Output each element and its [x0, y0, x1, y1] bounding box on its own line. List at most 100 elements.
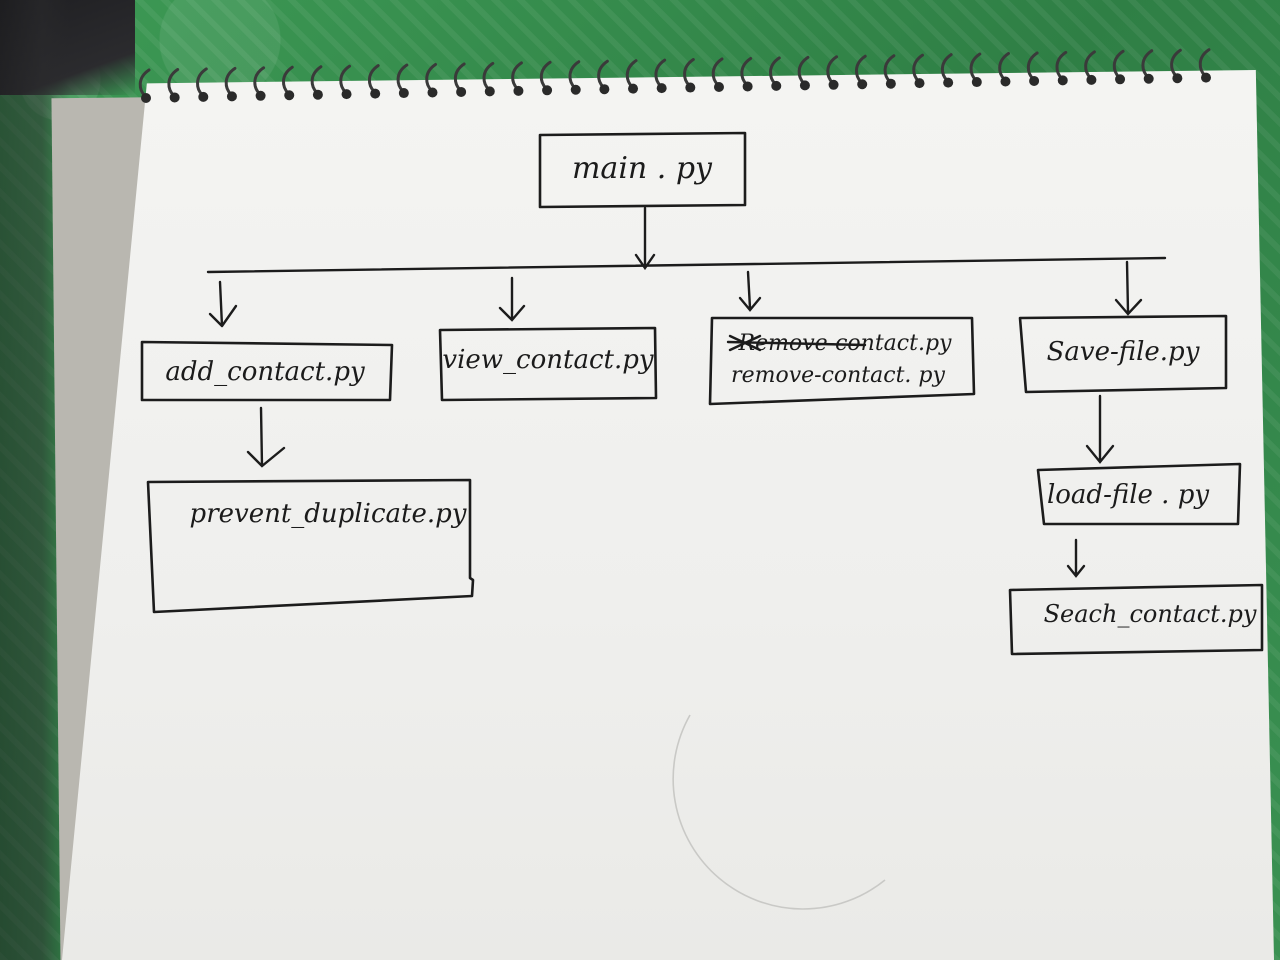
node-load-file-label: load-file . py — [1047, 480, 1209, 510]
node-search-contact: Seach_contact.py — [1008, 583, 1264, 656]
node-remove-contact-box — [708, 316, 976, 406]
spiral-coil — [453, 62, 466, 92]
spiral-hole — [628, 83, 639, 94]
spiral-coil — [568, 60, 581, 90]
spiral-coil — [539, 60, 552, 90]
spiral-hole — [713, 82, 724, 92]
spiral-coil — [883, 54, 896, 84]
spiral-hole — [226, 91, 237, 102]
spiral-hole — [857, 79, 868, 90]
node-remove-contact: Remove-contact.py remove-contact. py — [708, 316, 976, 406]
node-load-file-box — [1036, 462, 1242, 526]
spiral-coil — [826, 55, 839, 85]
node-view-contact-box — [438, 326, 658, 402]
node-prevent-duplicate: prevent_duplicate.py — [146, 478, 475, 614]
connector-to-view-contact — [498, 276, 526, 322]
spiral-hole — [370, 88, 381, 99]
spiral-hole — [141, 93, 151, 103]
spiral-hole — [284, 90, 295, 101]
spiral-hole — [799, 80, 810, 91]
spiral-hole — [1057, 75, 1068, 86]
spiral-hole — [828, 79, 839, 90]
spiral-hole — [1029, 75, 1040, 86]
spiral-coil — [253, 66, 266, 96]
connector-to-save-file — [1114, 260, 1143, 316]
spiral-hole — [1143, 73, 1154, 84]
spiral-binding — [138, 48, 1211, 103]
spiral-coil — [740, 56, 753, 86]
spiral-hole — [341, 89, 352, 100]
spiral-hole — [398, 88, 409, 99]
node-main-py-label: main . py — [572, 151, 713, 186]
spiral-coil — [683, 58, 695, 88]
spiral-hole — [685, 82, 696, 93]
spiral-coil — [396, 63, 409, 93]
spiral-coil — [167, 67, 180, 97]
spiral-coil — [912, 53, 925, 83]
spiral-coil — [1170, 48, 1182, 78]
spiral-coil — [854, 54, 867, 84]
spiral-coil — [196, 67, 208, 97]
spiral-coil — [1055, 50, 1068, 80]
node-add-contact: add_contact.py — [140, 340, 394, 402]
spiral-hole — [542, 85, 553, 96]
spiral-hole — [742, 81, 753, 92]
node-main-py: main . py — [538, 131, 747, 209]
node-view-contact: view_contact.py — [438, 326, 658, 402]
spiral-coil — [339, 64, 352, 94]
node-save-file: Save-file.py — [1018, 314, 1228, 394]
spiral-coil — [1084, 50, 1096, 80]
spiral-coil — [1026, 51, 1039, 81]
spiral-coil — [310, 65, 323, 95]
spiral-hole — [771, 80, 782, 91]
spiral-hole — [1115, 74, 1126, 85]
node-view-contact-label: view_contact.py — [442, 345, 653, 375]
spiral-hole — [484, 86, 495, 97]
spiral-hole — [570, 84, 581, 95]
spiral-hole — [255, 90, 266, 101]
node-add-contact-box — [140, 340, 394, 402]
spiral-coil — [597, 59, 609, 89]
spiral-coil — [425, 63, 437, 92]
node-search-contact-box — [1008, 583, 1264, 656]
connector-save-to-load — [1085, 394, 1115, 464]
connector-to-add-contact — [208, 280, 238, 328]
spiral-coil — [654, 58, 667, 88]
spiral-coil — [1112, 49, 1125, 79]
node-search-contact-label: Seach_contact.py — [1044, 600, 1257, 628]
spiral-hole — [943, 77, 954, 88]
spiral-hole — [914, 78, 925, 89]
spiral-hole — [1000, 76, 1011, 87]
spiral-hole — [312, 89, 323, 100]
spiral-coil — [998, 52, 1010, 81]
node-save-file-label: Save-file.py — [1047, 337, 1200, 367]
spiral-coil — [138, 68, 151, 98]
spiral-coil — [625, 59, 638, 89]
spiral-hole — [169, 92, 180, 103]
spiral-coil — [511, 61, 523, 91]
spiral-hole — [599, 84, 610, 95]
spiral-hole — [456, 86, 467, 97]
spiral-hole — [656, 83, 667, 94]
spiral-coil — [769, 56, 781, 86]
node-remove-contact-label: remove-contact. py — [731, 363, 945, 388]
node-prevent-duplicate-box — [146, 478, 475, 614]
connector-load-to-search — [1066, 538, 1086, 578]
spiral-coil — [482, 61, 495, 91]
spiral-coil — [1198, 48, 1211, 78]
spiral-hole — [427, 87, 438, 98]
spiral-hole — [198, 91, 209, 102]
spiral-hole — [1201, 72, 1211, 83]
spiral-coil — [969, 52, 982, 82]
spiral-coil — [940, 53, 953, 83]
node-save-file-box — [1018, 314, 1228, 394]
connector-bus — [206, 256, 1167, 274]
spiral-coil — [224, 66, 237, 96]
node-prevent-duplicate-label: prevent_duplicate.py — [190, 499, 467, 529]
connector-main-to-bus — [634, 206, 656, 271]
node-main-py-box — [538, 131, 747, 209]
connector-to-remove-contact — [738, 270, 762, 312]
spiral-coil — [281, 65, 294, 95]
